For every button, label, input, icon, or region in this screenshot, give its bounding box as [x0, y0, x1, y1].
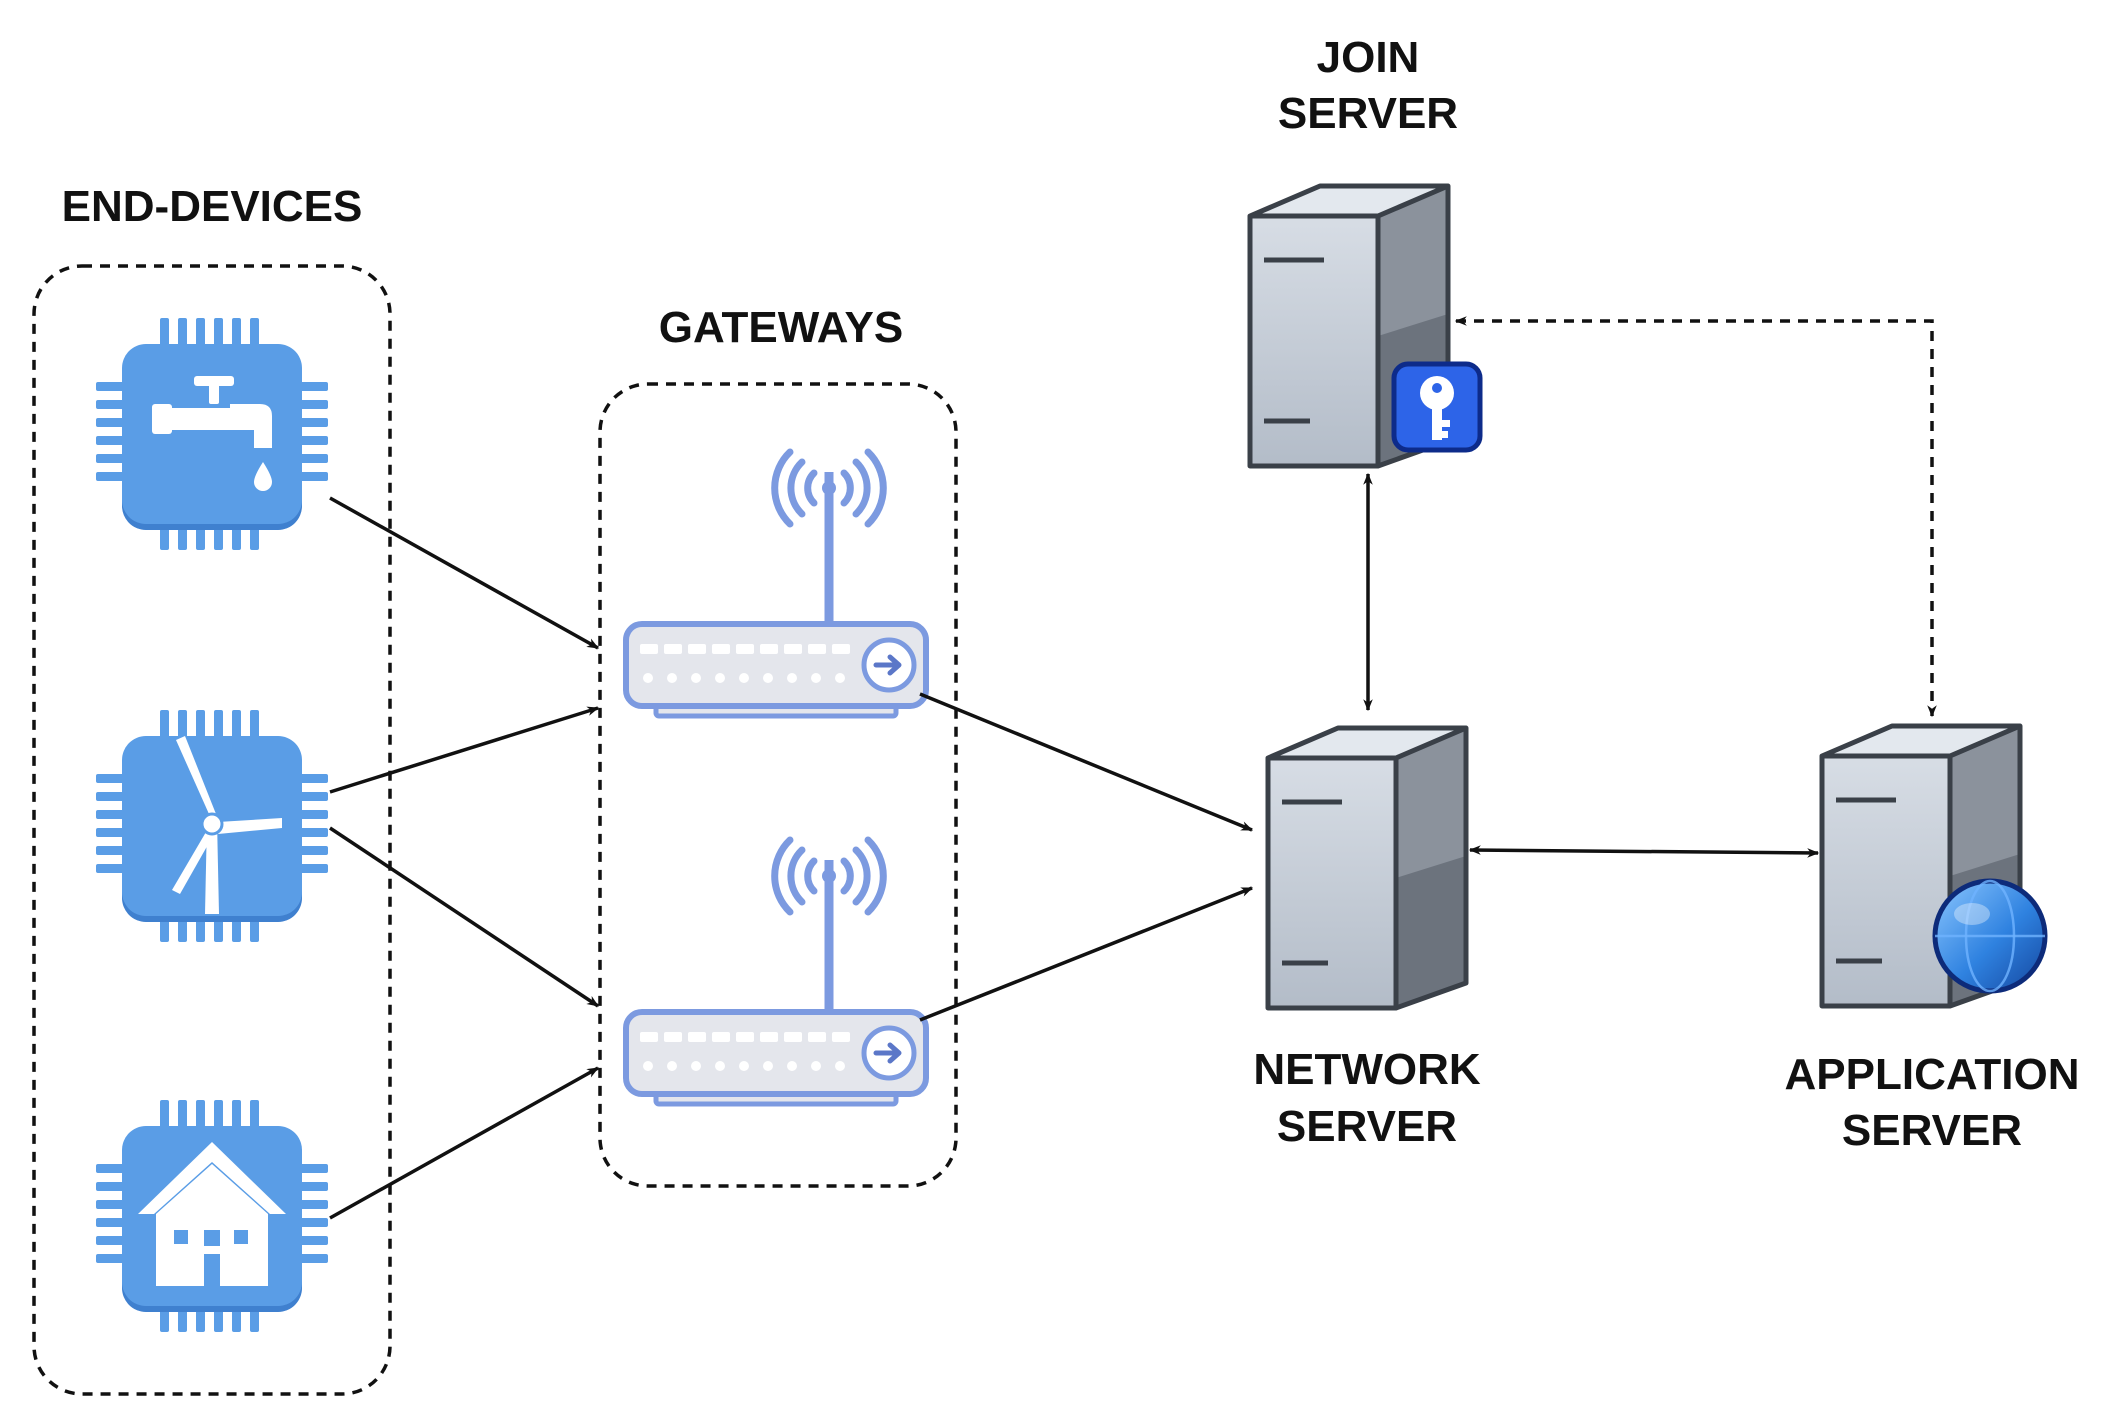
link-wind-turbine-to-gateway-2 [329, 826, 599, 1008]
application-server [1822, 726, 2048, 1006]
link-network-server-application-server [1468, 845, 1820, 858]
network-server [1268, 728, 1466, 1008]
house-icon [138, 1142, 286, 1286]
end-device-wind-turbine [96, 710, 328, 942]
gateway-router-icon [626, 840, 926, 1104]
link-house-to-gateway-2 [329, 1066, 600, 1220]
application-server-label-line-2: SERVER [1842, 1106, 2022, 1155]
gateways-label: GATEWAYS [659, 303, 904, 352]
water-tap-icon [152, 376, 272, 491]
link-join-server-application-server [1454, 316, 1937, 718]
gateway-router-icon [626, 452, 926, 716]
join-server-label-line-1: JOIN [1317, 33, 1420, 82]
join-server [1250, 186, 1483, 466]
globe-icon [1932, 878, 2048, 994]
gateway-1 [626, 452, 926, 716]
end-devices-label: END-DEVICES [62, 182, 363, 231]
network-server-label-line-1: NETWORK [1253, 1045, 1481, 1094]
join-server-label-line-2: SERVER [1278, 89, 1458, 138]
end-devices-group-box [32, 264, 392, 1396]
link-water-tap-to-gateway-1 [329, 496, 600, 650]
connections [329, 316, 1937, 1220]
gateway-2 [626, 840, 926, 1104]
link-wind-turbine-to-gateway-1 [329, 706, 600, 794]
server-tower-icon [1268, 728, 1466, 1008]
end-device-house [96, 1100, 328, 1332]
link-gateway-1-to-network-server [919, 692, 1254, 832]
network-server-label-line-2: SERVER [1277, 1102, 1457, 1151]
link-gateway-2-to-network-server [919, 886, 1254, 1022]
wind-turbine-icon [172, 736, 282, 914]
end-device-water-tap [96, 318, 328, 550]
gateways-group-box [598, 382, 958, 1188]
application-server-label-line-1: APPLICATION [1785, 1050, 2080, 1099]
key-icon [1391, 361, 1483, 453]
